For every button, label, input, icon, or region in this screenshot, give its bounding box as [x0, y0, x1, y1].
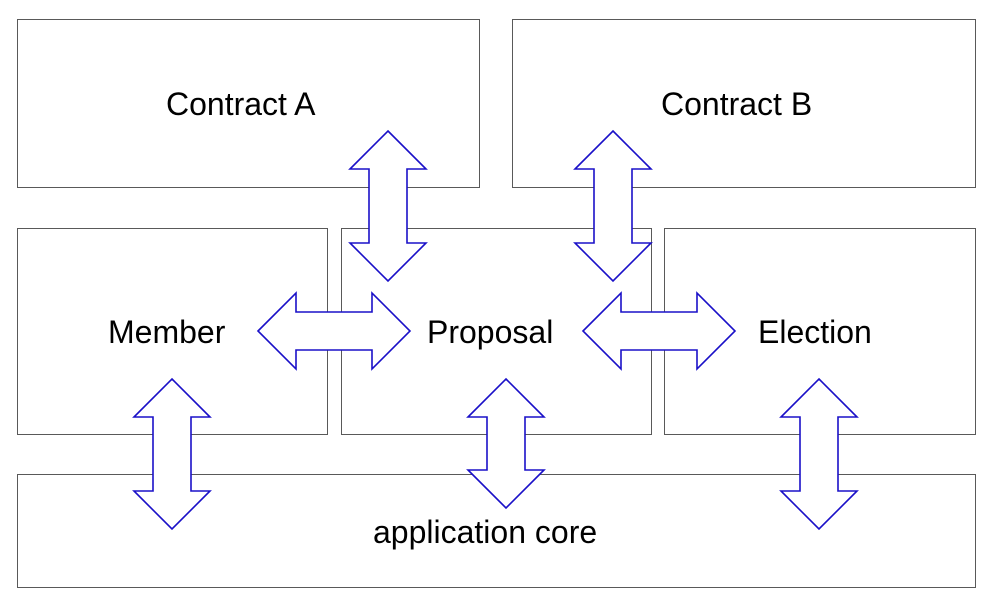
arrow-contract-a-proposal: [348, 129, 428, 283]
proposal-label: Proposal: [427, 314, 554, 350]
contract-b-label: Contract B: [661, 86, 813, 122]
arrow-proposal-election: [581, 291, 737, 371]
arrow-member-core: [132, 377, 212, 531]
arrow-contract-b-proposal: [573, 129, 653, 283]
application-core-label: application core: [373, 514, 598, 550]
election-label: Election: [758, 314, 872, 350]
member-label: Member: [108, 314, 226, 350]
arrow-member-proposal: [256, 291, 412, 371]
arrow-proposal-core: [466, 377, 546, 510]
arrow-election-core: [779, 377, 859, 531]
contract-a-label: Contract A: [166, 86, 316, 122]
